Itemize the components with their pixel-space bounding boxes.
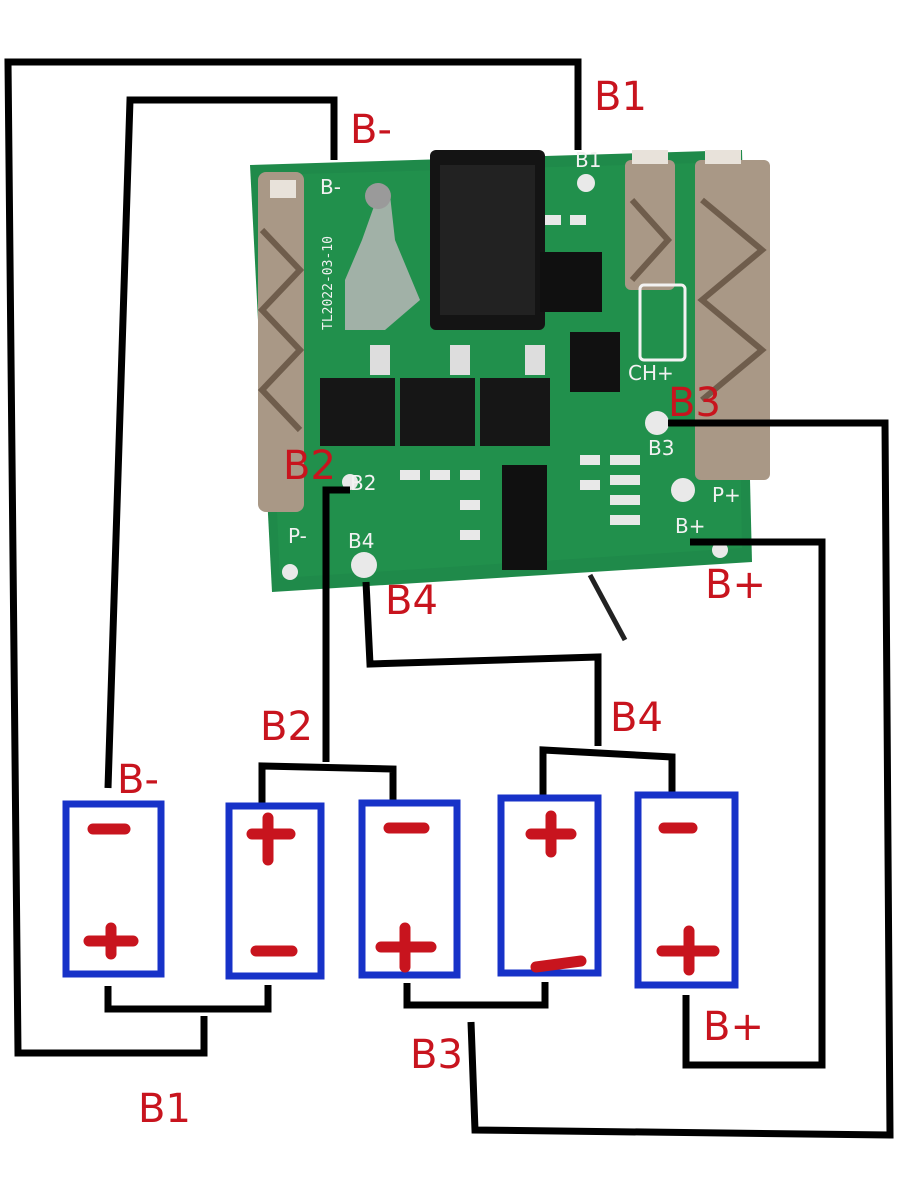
wire-b2	[322, 486, 350, 762]
bms-ic	[502, 465, 547, 570]
battery-cell-4	[497, 794, 602, 977]
pad-b4	[351, 552, 377, 578]
battery-cell-5	[634, 791, 739, 989]
pcb-silk-b1: B1	[575, 148, 601, 172]
link-cell3-cell4-bottom	[403, 982, 549, 1009]
label-mid-b2: B2	[260, 704, 313, 750]
link-cell4-cell5-top	[539, 746, 676, 798]
link-cell1-cell2-bottom	[104, 985, 272, 1013]
battery-cells	[62, 791, 739, 989]
wire-b4	[362, 581, 602, 746]
b-minus-trace	[345, 195, 420, 330]
pcb-silk-p-plus: P+	[712, 483, 741, 507]
label-top-b1: B1	[594, 74, 647, 120]
pad-b3	[645, 411, 669, 435]
cell-2-top-plus	[246, 812, 296, 866]
pad-b1	[577, 174, 595, 192]
battery-cell-2	[225, 802, 325, 980]
label-bottom-b3: B3	[410, 1032, 463, 1078]
label-pcb-b3: B3	[668, 380, 721, 426]
pcb-silk-p-minus: P-	[288, 524, 307, 548]
label-bottom-b-plus: B+	[703, 1004, 764, 1050]
wire-b3	[467, 419, 894, 1139]
label-top-b-minus: B-	[350, 107, 392, 153]
pcb-silk-b-minus: B-	[320, 175, 341, 199]
pcb-silk-b2: B2	[350, 471, 376, 495]
ch-plus-pad	[638, 283, 687, 362]
label-mid-b4: B4	[610, 695, 663, 741]
connection-labels: B1 B- B3 B2 B4 B+ B2 B4 B- B3 B+ B1	[117, 74, 766, 1132]
label-pcb-b2: B2	[283, 443, 336, 489]
wire-b1	[4, 58, 582, 1057]
pcb-silk-b4: B4	[348, 529, 374, 553]
right-spring-terminals	[625, 150, 770, 480]
label-pcb-b-plus: B+	[705, 562, 766, 608]
wire-b-minus	[104, 96, 338, 789]
wires	[4, 58, 894, 1139]
board-lead-wire	[587, 573, 628, 642]
pad-p-plus	[671, 478, 695, 502]
cell-4-bottom-minus	[530, 955, 587, 973]
link-cell2-cell3-top	[258, 762, 397, 806]
wire-b-plus	[682, 538, 826, 1069]
pcb-date-code: TL2022-03-10	[321, 236, 336, 330]
cell-5-bottom-plus	[656, 925, 720, 976]
pcb-pads	[282, 174, 728, 580]
cell-3-bottom-plus	[375, 922, 437, 973]
ic-chip-small	[570, 332, 620, 392]
label-bottom-b1: B1	[138, 1086, 191, 1132]
passive-components	[400, 215, 640, 540]
pcb-silk-b-plus: B+	[675, 514, 705, 538]
cell-1-bottom-plus	[83, 922, 139, 960]
cell-4-top-plus	[525, 810, 577, 858]
mosfet-row	[320, 345, 550, 446]
pcb-silk-b3: B3	[648, 436, 674, 460]
label-pcb-b4: B4	[385, 578, 438, 624]
bms-board: TL2022-03-10 B- B1 CH+ B3 B2 P+ B+ P- B4	[250, 148, 770, 642]
battery-cell-1	[62, 800, 165, 978]
pad-b2	[342, 474, 358, 490]
pad-b-plus	[712, 542, 728, 558]
pad-p-minus	[282, 564, 298, 580]
battery-cell-3	[358, 799, 461, 979]
label-cell-b-minus: B-	[117, 757, 159, 803]
left-spring-terminal	[257, 172, 305, 512]
pcb-silk-ch-plus: CH+	[628, 361, 674, 385]
